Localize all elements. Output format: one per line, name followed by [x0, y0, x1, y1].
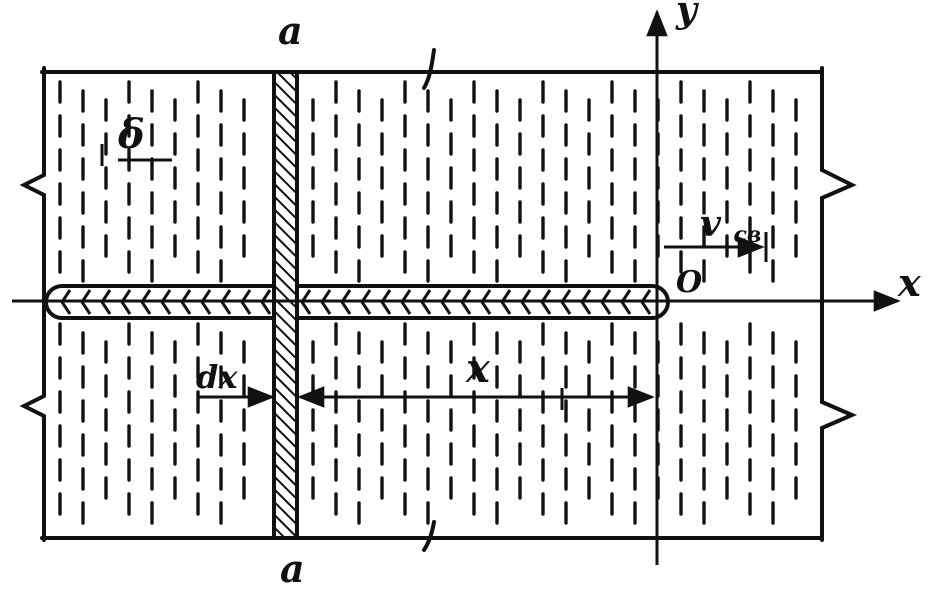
- axis-label-y: y: [675, 0, 699, 31]
- velocity-label: v св: [700, 203, 761, 248]
- section-strip-a-a: [272, 70, 299, 540]
- section-label-bottom: a: [280, 546, 305, 591]
- plate-left-edge: [19, 66, 46, 542]
- section-label-top: a: [278, 8, 303, 53]
- velocity-symbol: v: [700, 203, 722, 245]
- break-mark-top: [422, 48, 436, 90]
- break-mark-bottom: [422, 520, 436, 552]
- element-width-label: dx: [196, 358, 238, 396]
- distance-label: x: [465, 345, 491, 392]
- axis-label-x: x: [897, 260, 922, 305]
- origin-label: O: [676, 265, 702, 300]
- velocity-subscript: св: [733, 222, 761, 248]
- plate-right-edge: [820, 66, 858, 542]
- thickness-label: δ: [117, 111, 145, 158]
